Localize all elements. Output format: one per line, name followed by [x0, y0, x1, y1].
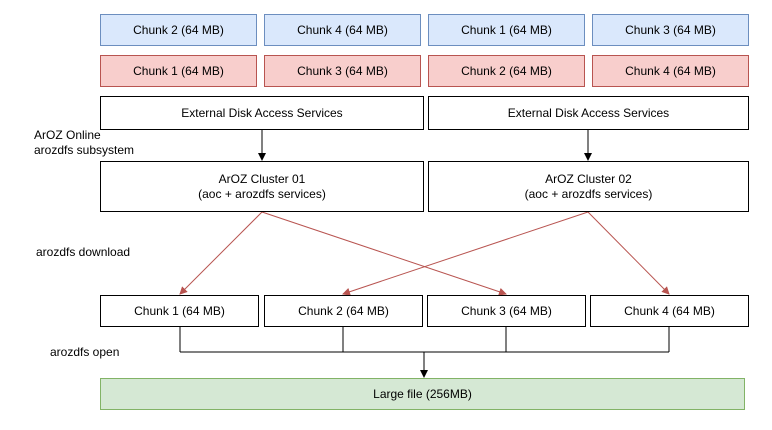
chunk-label: Chunk 2 (64 MB)	[133, 22, 224, 37]
arrow-cluster-01-to-chunk-1	[179, 211, 263, 295]
bottom-chunk-1: Chunk 1 (64 MB)	[100, 295, 259, 327]
chunk-label: Chunk 3 (64 MB)	[297, 63, 388, 78]
top-blue-chunk-3: Chunk 1 (64 MB)	[428, 14, 585, 46]
arrow-cluster-01-to-chunk-3	[261, 211, 507, 296]
chunk-label: Chunk 2 (64 MB)	[298, 303, 389, 318]
subsystem-label-line-1: ArOZ Online	[34, 128, 101, 142]
disk-access-services-2: External Disk Access Services	[428, 96, 749, 130]
cluster-services: (aoc + arozdfs services)	[524, 186, 653, 201]
cluster-02: ArOZ Cluster 02 (aoc + arozdfs services)	[428, 161, 749, 212]
arrow-cluster-02-to-chunk-4	[587, 211, 670, 295]
arrow-cluster-02-to-chunk-2	[342, 211, 589, 296]
cluster-services: (aoc + arozdfs services)	[198, 186, 326, 201]
top-red-chunk-4: Chunk 4 (64 MB)	[592, 55, 749, 87]
top-red-chunk-3: Chunk 2 (64 MB)	[428, 55, 585, 87]
chunk-label: Chunk 1 (64 MB)	[461, 22, 552, 37]
subsystem-label: ArOZ Online arozdfs subsystem	[34, 128, 134, 158]
chunk-label: Chunk 4 (64 MB)	[625, 63, 716, 78]
disk-access-label: External Disk Access Services	[507, 105, 670, 120]
open-label: arozdfs open	[50, 345, 120, 359]
disk-access-services-1: External Disk Access Services	[100, 96, 424, 130]
top-blue-chunk-1: Chunk 2 (64 MB)	[100, 14, 257, 46]
disk-access-label: External Disk Access Services	[181, 105, 343, 120]
chunk-label: Chunk 1 (64 MB)	[133, 63, 224, 78]
download-label: arozdfs download	[36, 245, 131, 259]
cluster-name: ArOZ Cluster 02	[545, 171, 632, 186]
bottom-chunk-4: Chunk 4 (64 MB)	[590, 295, 749, 327]
bottom-chunk-3: Chunk 3 (64 MB)	[427, 295, 586, 327]
cluster-name: ArOZ Cluster 01	[218, 171, 306, 186]
top-red-chunk-2: Chunk 3 (64 MB)	[264, 55, 421, 87]
chunk-label: Chunk 3 (64 MB)	[625, 22, 716, 37]
large-file: Large file (256MB)	[100, 378, 745, 410]
cluster-01: ArOZ Cluster 01 (aoc + arozdfs services)	[100, 161, 424, 212]
top-blue-chunk-2: Chunk 4 (64 MB)	[264, 14, 421, 46]
large-file-label: Large file (256MB)	[373, 386, 472, 401]
chunk-label: Chunk 1 (64 MB)	[134, 303, 225, 318]
chunk-label: Chunk 4 (64 MB)	[624, 303, 715, 318]
bottom-chunk-2: Chunk 2 (64 MB)	[264, 295, 423, 327]
subsystem-label-line-2: arozdfs subsystem	[34, 143, 135, 157]
chunk-label: Chunk 4 (64 MB)	[297, 22, 388, 37]
top-blue-chunk-4: Chunk 3 (64 MB)	[592, 14, 749, 46]
chunk-label: Chunk 3 (64 MB)	[461, 303, 552, 318]
chunk-label: Chunk 2 (64 MB)	[461, 63, 552, 78]
top-red-chunk-1: Chunk 1 (64 MB)	[100, 55, 257, 87]
